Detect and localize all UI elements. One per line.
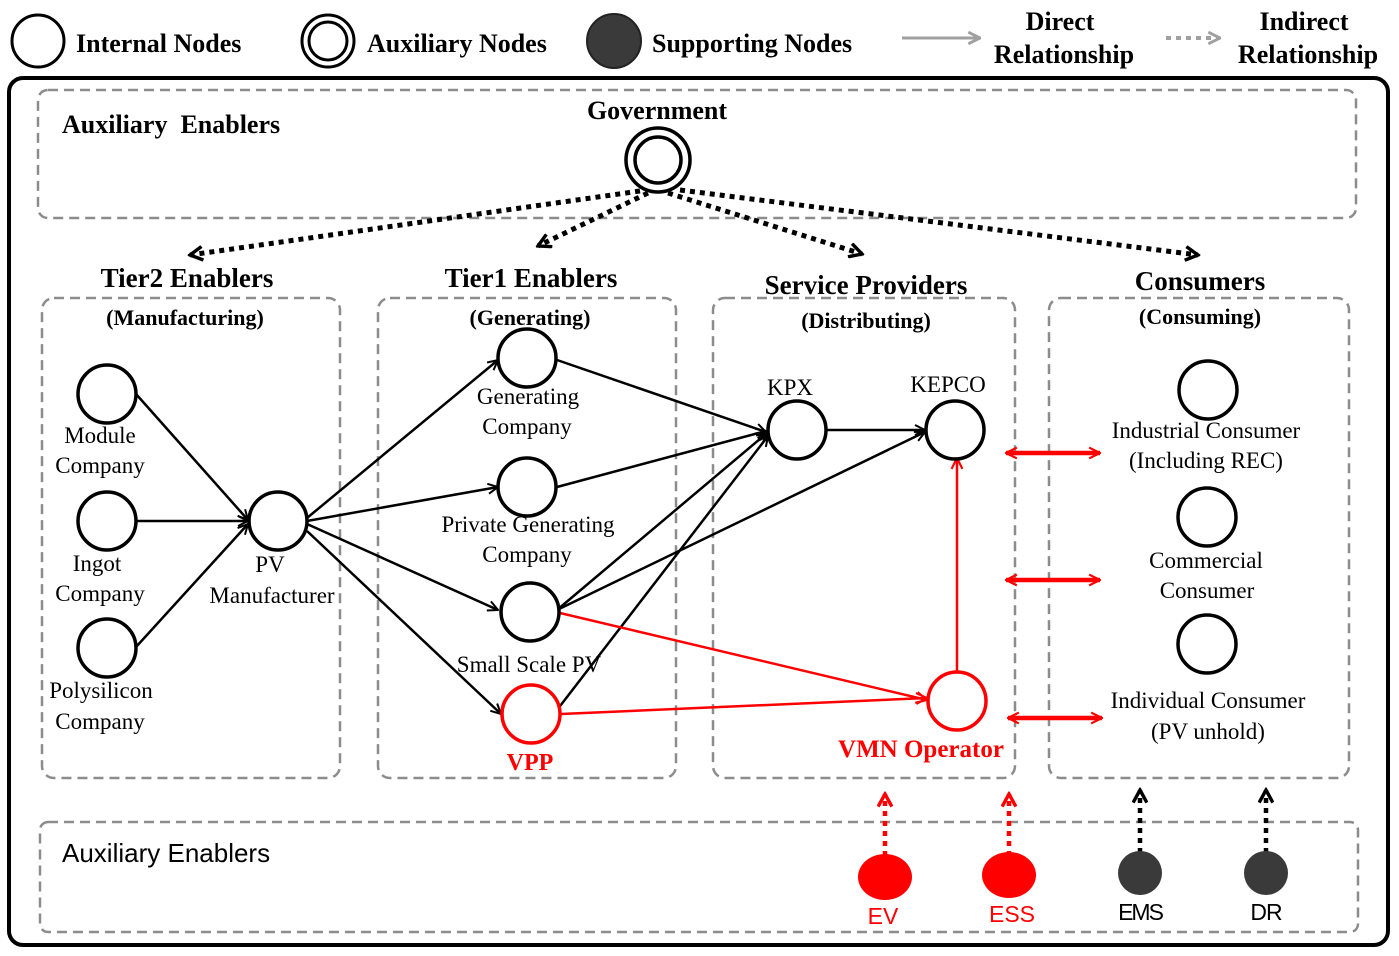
industrial-consumer-node (1177, 359, 1239, 421)
gov-to-service-arrow (667, 190, 862, 254)
ingot-label-2: Company (55, 581, 145, 606)
government-indirect-arrows (190, 187, 1198, 255)
legend-auxiliary-label: Auxiliary Nodes (367, 29, 547, 58)
tier1-box (376, 296, 678, 780)
legend-indirect-line2: Relationship (1238, 40, 1378, 69)
vpp-node (500, 683, 562, 745)
tier1-nodes (496, 327, 561, 643)
private-gen-label-2: Company (482, 542, 572, 567)
gov-to-tier2-arrow (190, 188, 641, 255)
vpp-label: VPP (507, 750, 554, 776)
ev-node (858, 854, 912, 900)
kepco-node (924, 399, 986, 461)
service-box (711, 296, 1017, 780)
consumers-box (1047, 296, 1351, 780)
gov-to-consumers-arrow (679, 187, 1198, 255)
module-label-1: Module (64, 423, 136, 448)
vmn-edges (559, 458, 957, 716)
commercial-label-1: Commercial (1149, 548, 1263, 573)
bottom-auxiliary-label: Auxiliary Enablers (62, 838, 270, 868)
generating-company-node (496, 327, 558, 389)
ingot-company-node (76, 490, 138, 552)
ems-label: EMS (1118, 899, 1164, 925)
pv-label-2: Manufacturer (209, 583, 334, 608)
service-nodes (766, 399, 986, 461)
legend-indirect-line1: Indirect (1259, 7, 1348, 36)
gen-label-2: Company (482, 414, 572, 439)
pv-manufacturer-node (247, 490, 309, 552)
individual-label-1: Individual Consumer (1111, 688, 1306, 713)
consumers-title: Consumers (1135, 266, 1266, 296)
consumer-nodes (1176, 359, 1239, 675)
direct-edges (135, 360, 925, 714)
pv-label-1: PV (255, 552, 285, 577)
government-node (624, 126, 692, 194)
tier2-nodes (76, 363, 309, 679)
individual-consumer-node (1176, 613, 1238, 675)
supporting-arrows (885, 790, 1266, 856)
top-auxiliary-label: Auxiliary Enablers (62, 110, 280, 139)
ems-node (1118, 851, 1162, 895)
legend-internal-label: Internal Nodes (76, 29, 241, 58)
service-title: Service Providers (765, 270, 968, 300)
tier2-title: Tier2 Enablers (101, 263, 274, 293)
government-label: Government (587, 96, 727, 125)
industrial-label-1: Industrial Consumer (1112, 418, 1301, 443)
tier1-title: Tier1 Enablers (445, 263, 618, 293)
industrial-label-2: (Including REC) (1129, 448, 1283, 473)
kepco-label: KEPCO (910, 372, 985, 397)
vmn-operator-label: VMN Operator (838, 736, 1004, 763)
tier1-subtitle: (Generating) (470, 305, 591, 330)
module-company-node (76, 363, 138, 425)
ess-node (982, 852, 1036, 898)
module-label-2: Company (55, 453, 145, 478)
ev-label: EV (868, 903, 899, 929)
dr-node (1244, 851, 1288, 895)
bottom-auxiliary-box (38, 820, 1360, 934)
polysilicon-label-1: Polysilicon (49, 678, 153, 703)
internal-node-legend-icon (10, 13, 66, 69)
kpx-label: KPX (767, 375, 813, 400)
gen-label-1: Generating (477, 384, 580, 409)
polysilicon-company-node (76, 617, 138, 679)
legend-direct-line2: Relationship (994, 40, 1134, 69)
supporting-node-legend-icon (586, 13, 642, 69)
ingot-label-1: Ingot (73, 551, 122, 576)
ecosystem-frame (7, 76, 1390, 947)
service-subtitle: (Distributing) (801, 308, 931, 333)
kpx-node (766, 399, 828, 461)
polysilicon-label-2: Company (55, 709, 145, 734)
private-generating-company-node (496, 456, 558, 518)
small-pv-label: Small Scale PV (457, 652, 602, 677)
commercial-label-2: Consumer (1160, 578, 1255, 603)
ess-label: ESS (989, 901, 1035, 927)
gov-to-tier1-arrow (538, 190, 650, 246)
private-gen-label-1: Private Generating (441, 512, 615, 537)
top-auxiliary-box (36, 88, 1358, 220)
vmn-operator-node (926, 670, 988, 732)
legend-direct-line1: Direct (1026, 7, 1095, 36)
individual-label-2: (PV unhold) (1151, 719, 1265, 744)
consumers-subtitle: (Consuming) (1139, 304, 1261, 329)
consumer-bidirectional-arrows (1006, 453, 1102, 718)
tier2-subtitle: (Manufacturing) (106, 305, 264, 330)
legend: Internal Nodes Auxiliary Nodes Supportin… (10, 7, 1378, 69)
small-scale-pv-node (499, 581, 561, 643)
commercial-consumer-node (1176, 486, 1238, 548)
node-labels: Module Company Ingot Company Polysilicon… (49, 372, 1306, 744)
dr-label: DR (1250, 899, 1282, 925)
legend-supporting-label: Supporting Nodes (652, 29, 852, 58)
